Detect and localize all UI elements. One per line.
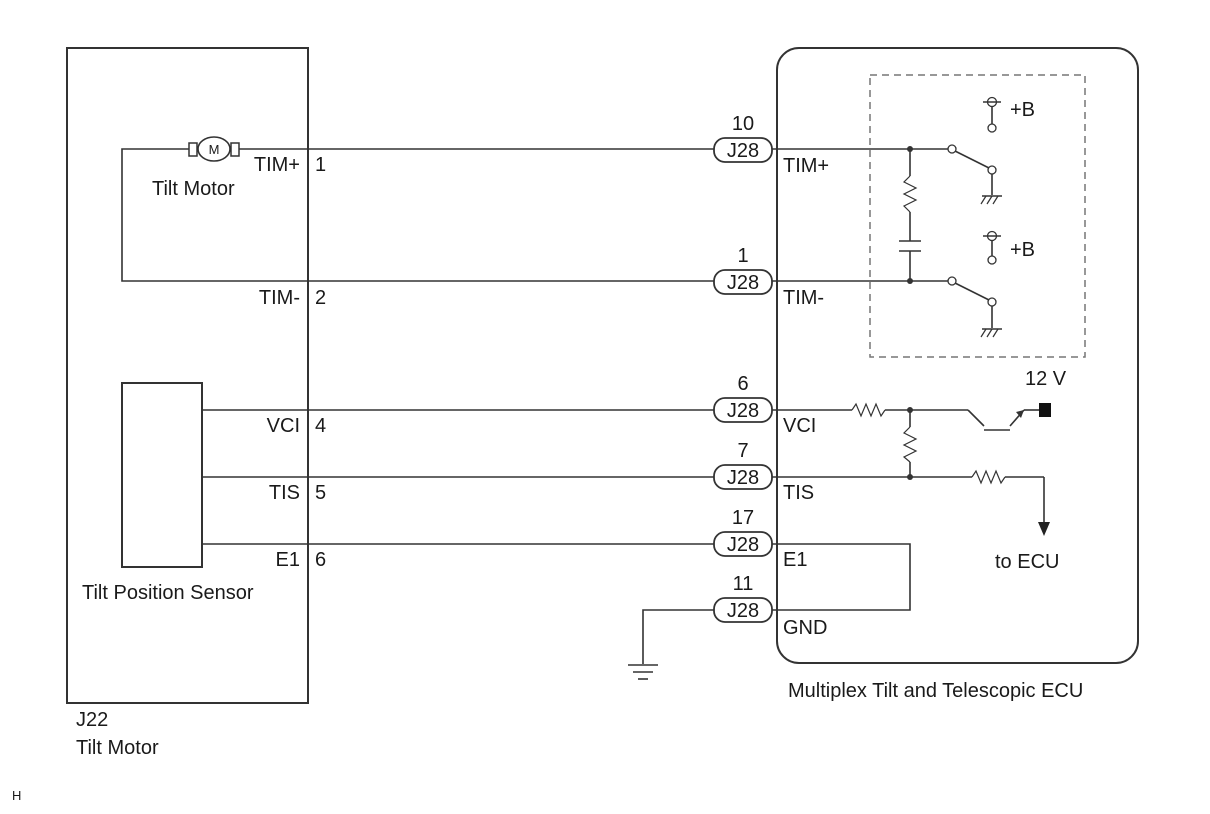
- voltage-label: 12 V: [1025, 368, 1067, 390]
- connector-j28-pin-10: J28 10: [713, 113, 773, 163]
- component-code: J22: [76, 709, 108, 731]
- connector-label: J28: [727, 140, 759, 162]
- ecu-name: Multiplex Tilt and Telescopic ECU: [788, 680, 1083, 702]
- connector-label: J28: [727, 467, 759, 489]
- ecu-label-vci: VCI: [783, 415, 816, 437]
- snubber-circuit: [899, 146, 921, 284]
- ecu-label-tis: TIS: [783, 482, 814, 504]
- ecu-label-e1: E1: [783, 549, 807, 571]
- ecu-label-tim-plus: TIM+: [783, 155, 829, 177]
- ecu-component-box: [776, 47, 1139, 664]
- tilt-position-sensor-label: Tilt Position Sensor: [82, 582, 254, 604]
- ecu-wire-e1-gnd: [771, 543, 911, 611]
- ecu-pin-number: 10: [732, 113, 754, 135]
- pin-label-tim-plus: TIM+: [254, 154, 300, 176]
- ground-wire: [642, 609, 718, 664]
- tilt-position-sensor-box: [121, 382, 203, 568]
- connector-j28-pin-17: J28 17: [713, 507, 773, 557]
- connector-label: J28: [727, 400, 759, 422]
- supply-label-1: +B: [1010, 99, 1035, 121]
- ecu-pin-number: 1: [737, 245, 748, 267]
- pin-number-6: 6: [315, 549, 326, 571]
- relay-switch-1: [947, 96, 1002, 205]
- connector-j28-pin-11: J28 11: [713, 573, 773, 623]
- ecu-pin-number: 7: [737, 440, 748, 462]
- footer-mark: H: [12, 788, 21, 803]
- supply-label-2: +B: [1010, 239, 1035, 261]
- vci-supply-circuit: [851, 402, 1051, 480]
- to-ecu-label: to ECU: [995, 551, 1059, 573]
- motor-driver-dashed-box: [869, 74, 1086, 358]
- tilt-motor-component-box: [66, 47, 309, 704]
- pin-number-5: 5: [315, 482, 326, 504]
- motor-icon: M: [188, 136, 240, 162]
- connector-j28-pin-6: J28 6: [713, 373, 773, 423]
- pin-number-4: 4: [315, 415, 326, 437]
- connector-j28-pin-1: J28 1: [713, 245, 773, 295]
- ecu-label-gnd: GND: [783, 617, 827, 639]
- pin-label-e1: E1: [276, 549, 300, 571]
- pin-number-1: 1: [315, 154, 326, 176]
- wire-tim-minus: [121, 148, 718, 282]
- pin-label-tis: TIS: [269, 482, 300, 504]
- pin-label-vci: VCI: [267, 415, 300, 437]
- ecu-pin-number: 17: [732, 507, 754, 529]
- component-name: Tilt Motor: [76, 737, 159, 759]
- tilt-motor-label: Tilt Motor: [152, 178, 235, 200]
- arrow-down-icon: [1038, 522, 1050, 536]
- motor-symbol-text: M: [209, 142, 220, 157]
- relay-switch-2: [947, 230, 1002, 338]
- tis-output-circuit: [971, 469, 1050, 536]
- connector-label: J28: [727, 600, 759, 622]
- ecu-pin-number: 11: [733, 573, 754, 595]
- ground-icon: [628, 664, 658, 680]
- connector-label: J28: [727, 272, 759, 294]
- ecu-label-tim-minus: TIM-: [783, 287, 824, 309]
- connector-label: J28: [727, 534, 759, 556]
- ecu-pin-number: 6: [737, 373, 748, 395]
- pin-number-2: 2: [315, 287, 326, 309]
- pin-label-tim-minus: TIM-: [259, 287, 300, 309]
- connector-j28-pin-7: J28 7: [713, 440, 773, 490]
